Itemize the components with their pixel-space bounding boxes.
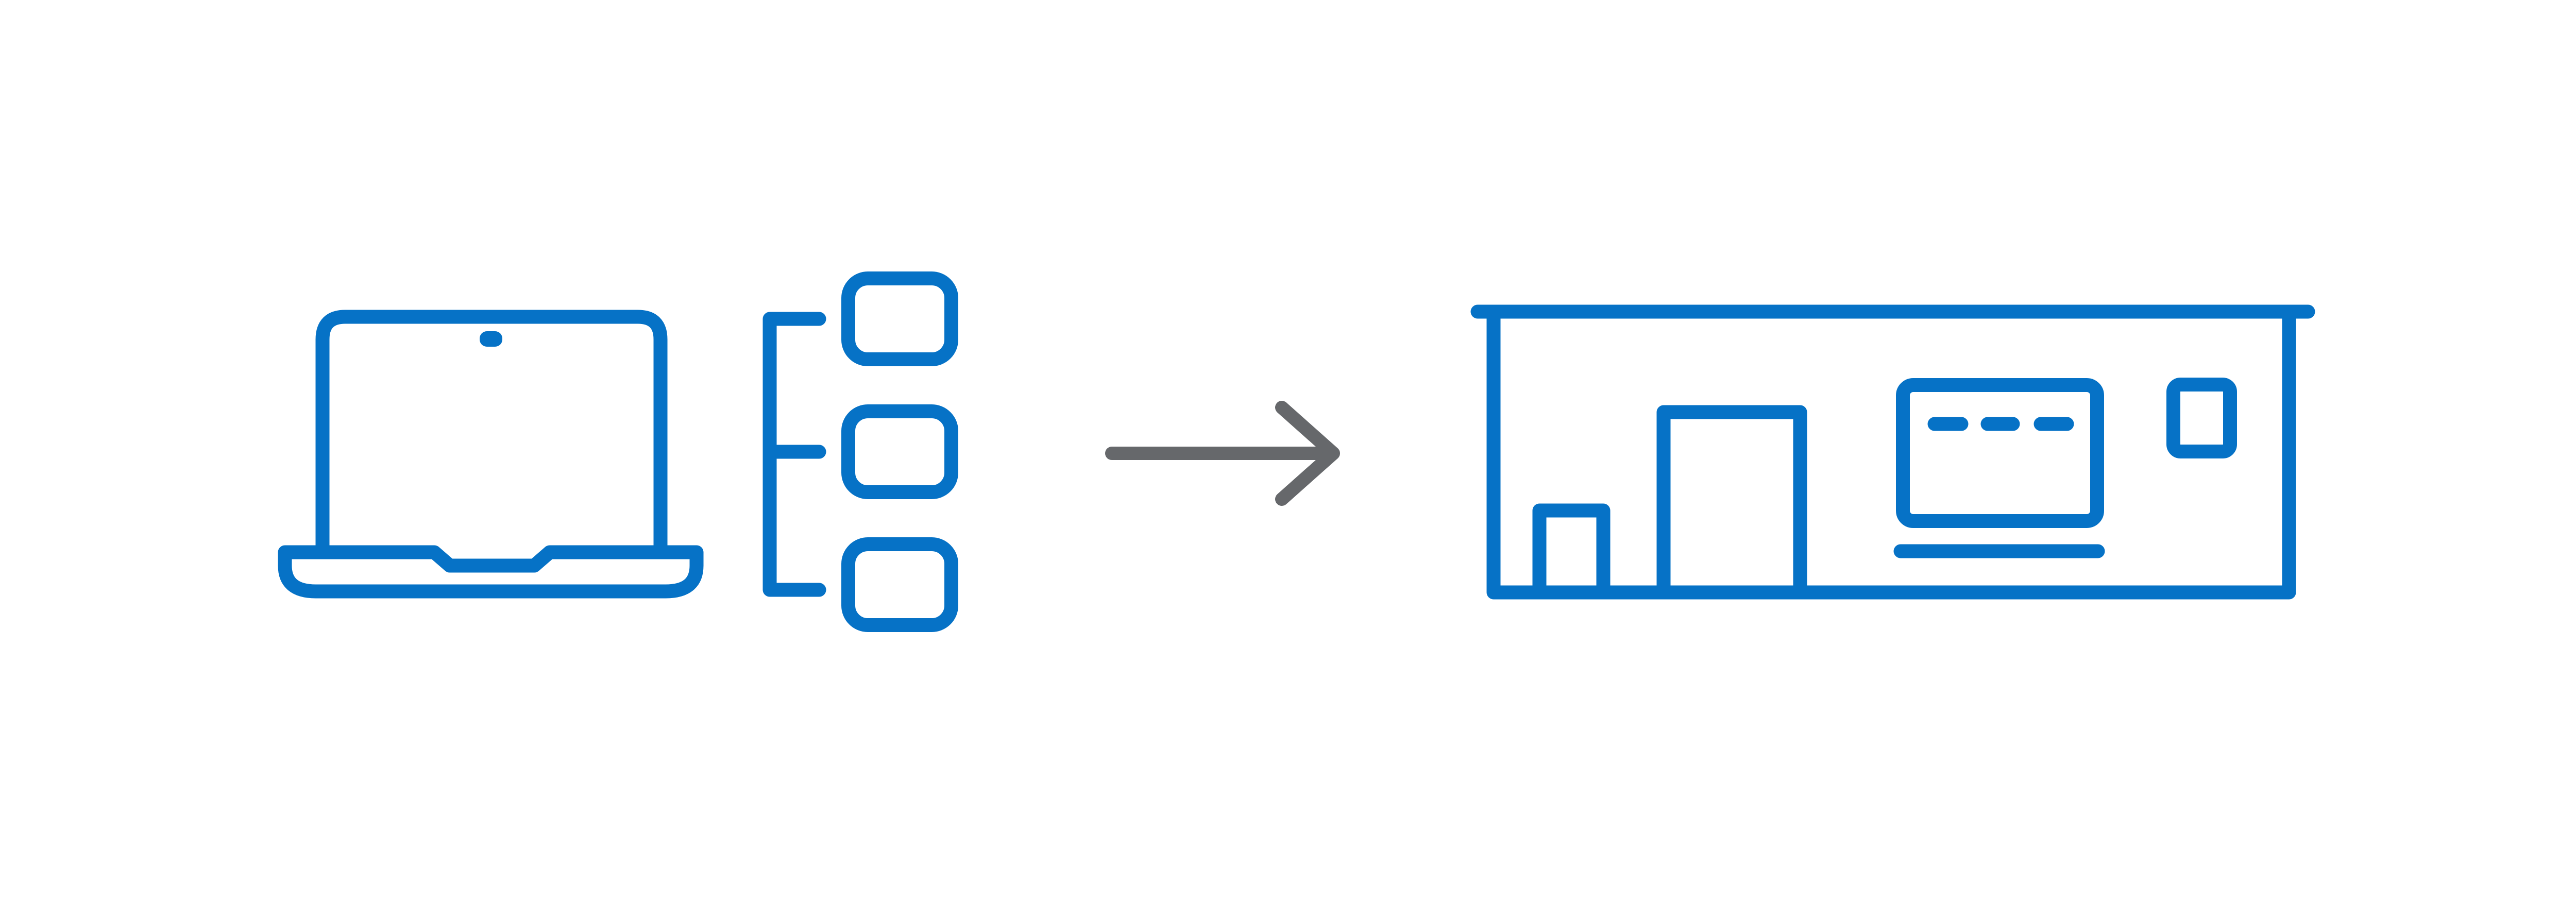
laptop-icon: [278, 310, 704, 599]
right-arrow-icon: [1105, 401, 1340, 506]
tree-connector-line: [762, 312, 826, 597]
arrow-head: [1275, 401, 1340, 506]
device-tree-icon: [762, 271, 958, 632]
storefront-window: [2166, 378, 2237, 458]
laptop-screen: [315, 310, 668, 549]
storefront-crate: [1532, 503, 1611, 592]
tree-node-top: [841, 271, 958, 366]
storefront-sign: [1896, 378, 2104, 528]
storefront-door: [1656, 405, 1807, 592]
laptop-base: [278, 545, 704, 599]
tree-node-middle: [841, 404, 958, 499]
storefront-walls-floor: [1486, 318, 2296, 600]
tree-node-bottom: [841, 537, 958, 632]
storefront-icon: [1470, 304, 2315, 600]
laptop-webcam-icon: [480, 331, 502, 347]
